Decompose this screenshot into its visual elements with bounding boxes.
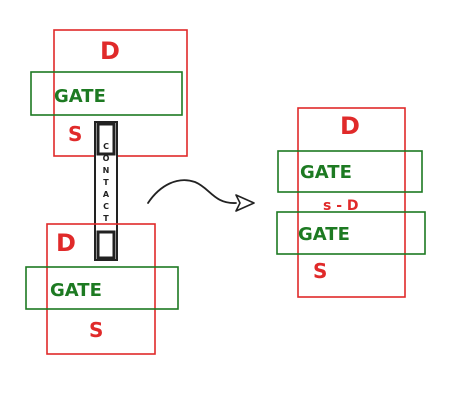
contact-letter: C [103,142,109,151]
arrow-head-icon [235,194,255,212]
arrow-curve [147,179,237,204]
contact-letter: T [103,178,109,187]
contact-letter: T [103,214,109,223]
left-bottom-drain-label: D [56,229,76,257]
left-bottom-gate-box [25,266,179,310]
right-bottom-gate-box [276,211,426,255]
right-bottom-gate-label: GATE [298,224,350,245]
contact-via: C O N T A C T [94,121,118,261]
right-source-label: S [313,259,327,283]
contact-outline [94,121,118,261]
contact-letter: A [103,190,110,199]
contact-top-plug [96,122,116,156]
transformation-arrow [147,179,255,212]
left-bottom-transistor: D GATE S [25,223,179,355]
left-bottom-gate-label: GATE [50,280,102,301]
right-top-gate-label: GATE [300,162,352,183]
contact-letter: O [103,154,110,163]
left-top-transistor: D GATE S [30,29,188,157]
contact-letter: C [103,202,109,211]
left-top-drain-label: D [100,37,120,65]
contact-letter: N [103,166,110,175]
right-red-stack [297,107,406,298]
left-top-gate-label: GATE [54,86,106,107]
left-bottom-red-stack [46,223,156,355]
contact-bottom-plug [96,230,116,260]
right-drain-label: D [340,112,360,140]
right-shared-node-label: s - D [323,198,359,214]
left-top-gate-box [30,71,183,116]
left-top-source-label: S [68,122,82,146]
left-top-red-stack [53,29,188,157]
right-merged-transistor: D GATE s - D GATE S [276,107,426,298]
left-bottom-source-label: S [89,318,103,342]
right-top-gate-box [277,150,423,193]
